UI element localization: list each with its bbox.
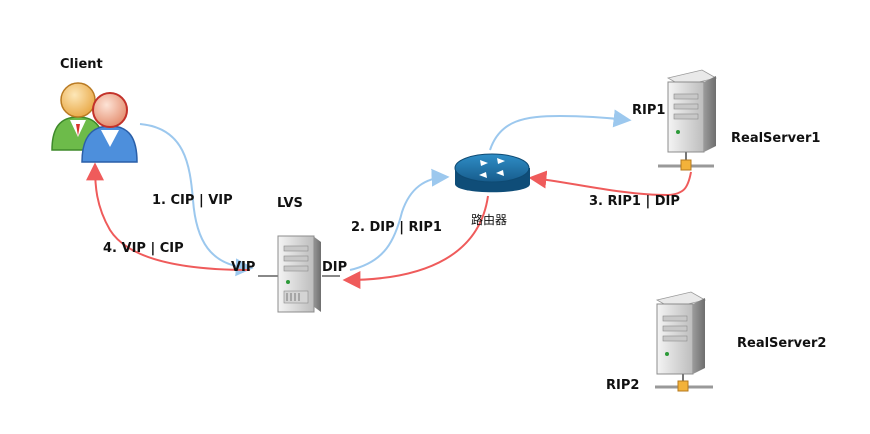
lvs-server-icon bbox=[277, 235, 321, 313]
realserver2-label: RealServer2 bbox=[737, 336, 827, 351]
realserver1-label: RealServer1 bbox=[731, 131, 821, 146]
rip1-label: RIP1 bbox=[632, 103, 666, 118]
client-label: Client bbox=[60, 57, 103, 72]
rip2-label: RIP2 bbox=[606, 378, 640, 393]
flow-step4-response bbox=[86, 162, 251, 271]
lvs-label: LVS bbox=[277, 196, 303, 211]
client-icon bbox=[51, 82, 138, 163]
flow-step2-request bbox=[349, 168, 450, 271]
realserver1-icon bbox=[658, 69, 718, 171]
vip-label: VIP bbox=[231, 260, 256, 275]
realserver2-icon bbox=[655, 291, 713, 392]
flow-step2-response bbox=[342, 195, 489, 289]
step3-label: 3. RIP1 | DIP bbox=[589, 194, 680, 209]
router-icon bbox=[454, 153, 530, 193]
step1-label: 1. CIP | VIP bbox=[152, 193, 233, 208]
router-label: 路由器 bbox=[471, 213, 508, 227]
flow-step1-request bbox=[139, 123, 254, 277]
step4-label: 4. VIP | CIP bbox=[103, 241, 184, 256]
flow-to-realserver1 bbox=[489, 109, 632, 151]
flow-step3-response bbox=[528, 170, 692, 197]
step2-label: 2. DIP | RIP1 bbox=[351, 220, 442, 235]
dip-label: DIP bbox=[322, 260, 348, 275]
